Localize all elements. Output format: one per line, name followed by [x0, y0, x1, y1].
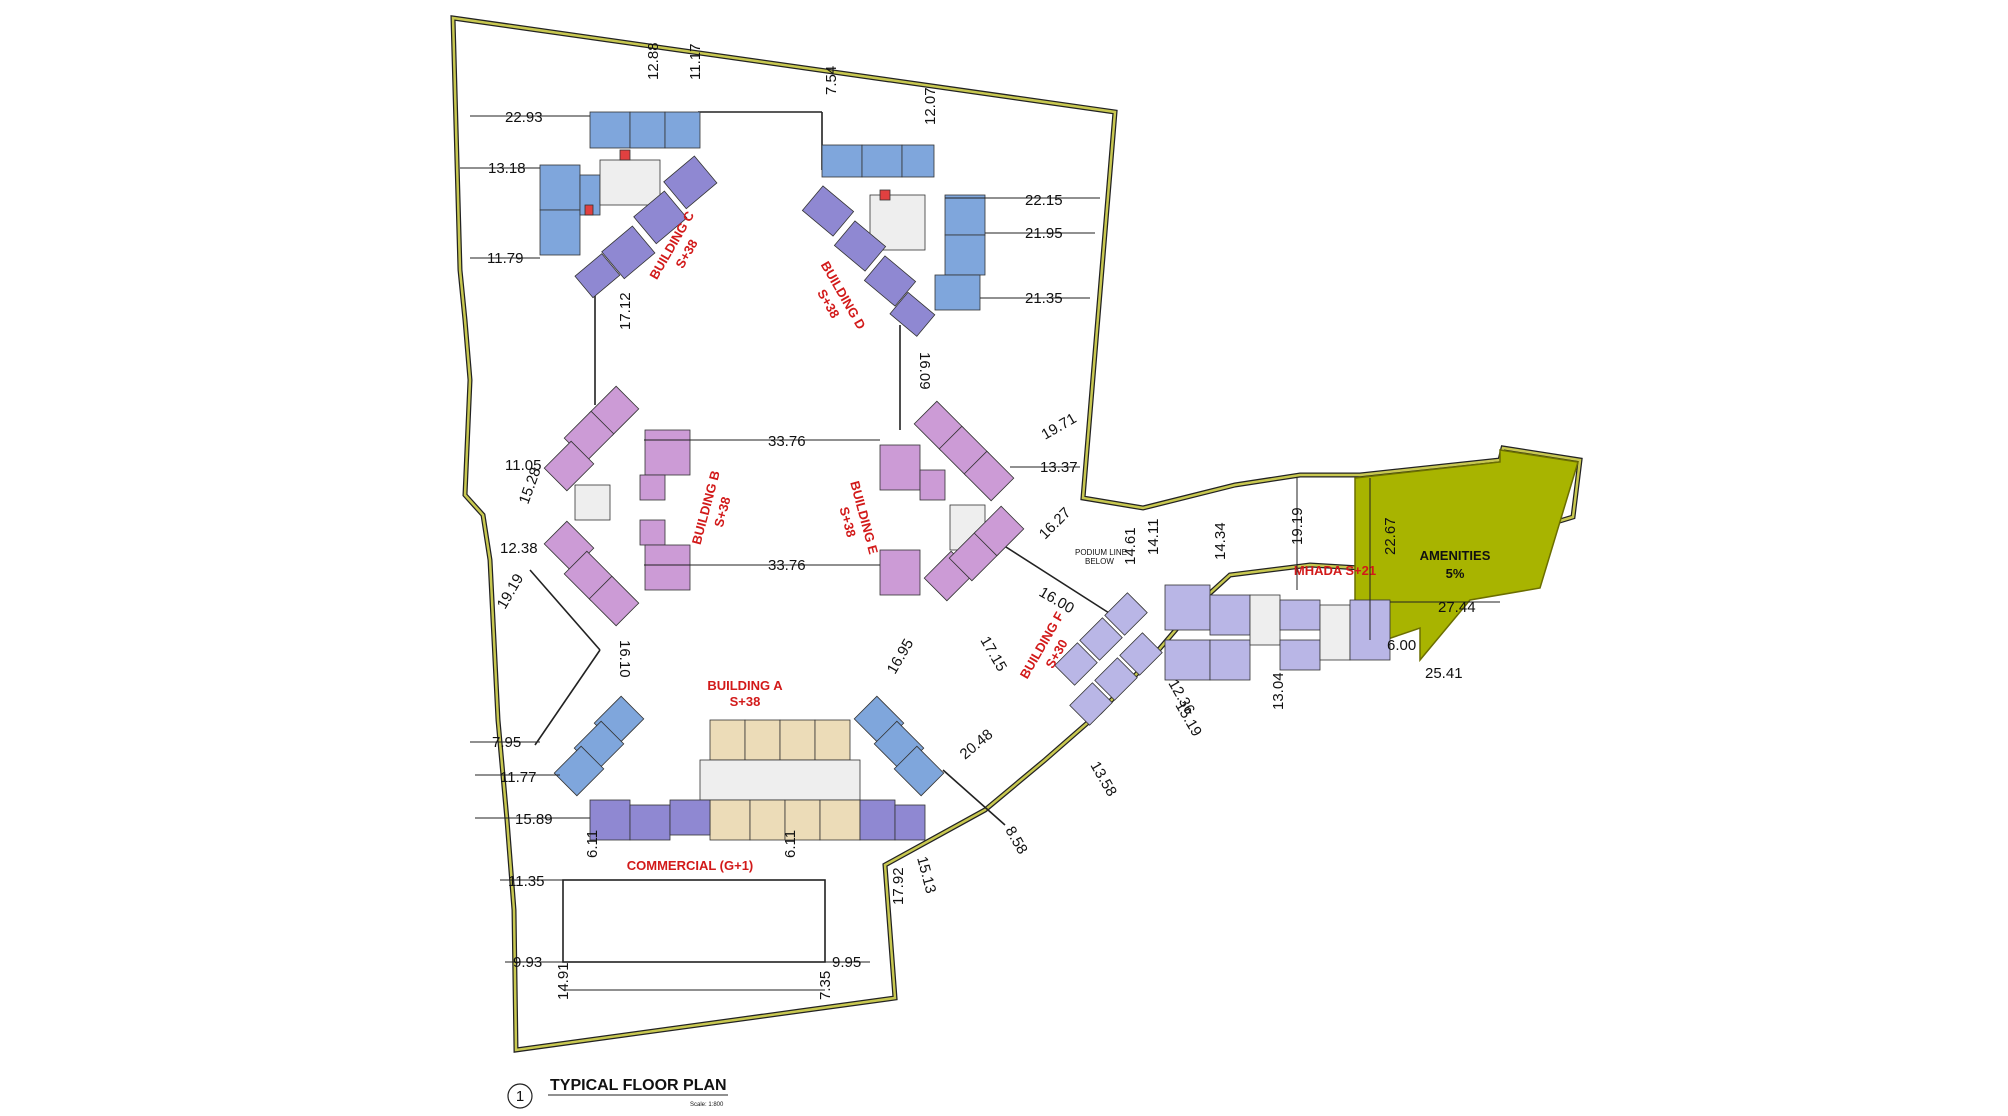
building-d-label: BUILDING D S+38	[814, 259, 868, 332]
dim-label: 11.77	[500, 769, 536, 786]
dim-label: 14.34	[1212, 522, 1229, 560]
podium-note-line2: BELOW	[1085, 557, 1114, 566]
dim-label: 7.95	[492, 734, 521, 751]
dim-label: 16.09	[916, 352, 933, 390]
dim-label: 14.61	[1122, 527, 1139, 565]
dim-label: 12.88	[645, 42, 662, 80]
dim-label: 13.18	[488, 160, 526, 177]
building-a-floors: S+38	[730, 694, 761, 709]
dim-label: 15.89	[515, 811, 553, 828]
dim-label: 22.93	[505, 109, 543, 126]
dim-label: 17.15	[977, 634, 1010, 675]
dim-label: 16.10	[616, 640, 633, 678]
dim-label: 22.15	[1025, 192, 1063, 209]
dim-label: 11.05	[505, 457, 541, 474]
dim-label: 25.41	[1425, 665, 1463, 682]
building-b-units	[543, 385, 691, 627]
dim-label: 14.11	[1145, 519, 1162, 555]
dim-label: 7.35	[817, 971, 834, 1000]
dim-label: 21.35	[1025, 290, 1063, 307]
dim-label: 33.76	[768, 433, 806, 450]
site-boundary-hatch	[451, 16, 1582, 1052]
plan-number-circle	[507, 1083, 533, 1109]
building-b-label: BUILDING B S+38	[689, 469, 734, 546]
dim-label: 20.48	[957, 726, 997, 763]
building-d-units	[801, 144, 986, 337]
dim-label: 11.17	[687, 44, 704, 80]
dim-label: 17.92	[890, 867, 907, 905]
dim-label: 9.93	[513, 954, 542, 971]
dim-label: 21.95	[1025, 225, 1063, 242]
building-a-units	[553, 695, 945, 841]
plan-number: 1	[516, 1088, 524, 1105]
dim-label: 15.19	[1172, 699, 1205, 740]
plan-title: TYPICAL FLOOR PLAN	[550, 1077, 727, 1094]
building-f-units	[1054, 592, 1163, 726]
dim-label: 19.19	[1289, 507, 1306, 545]
dim-label: 14.91	[555, 962, 572, 1000]
dim-label: 6.11	[584, 830, 601, 858]
dim-label: 19.71	[1039, 410, 1080, 443]
dim-label: 16.95	[884, 636, 917, 677]
podium-note-line1: PODIUM LINE	[1075, 548, 1127, 557]
building-a-name: BUILDING A	[707, 678, 783, 693]
dim-label: 13.04	[1270, 672, 1287, 710]
building-c-units	[539, 111, 718, 299]
dim-label: 11.79	[487, 250, 523, 267]
dim-label: 33.76	[768, 557, 806, 574]
mhada-units	[1164, 584, 1391, 681]
amenities-percent: 5%	[1446, 566, 1465, 581]
dim-label: 7.54	[823, 66, 840, 95]
dim-label: 13.37	[1040, 459, 1078, 476]
dim-label: 17.12	[617, 292, 634, 330]
dim-label: 27.44	[1438, 599, 1476, 616]
building-e-units	[879, 400, 1025, 602]
dim-label: 11.35	[508, 873, 544, 890]
dim-label: 8.58	[1002, 824, 1031, 858]
dim-label: 12.07	[922, 87, 939, 125]
commercial-label: COMMERCIAL (G+1)	[627, 858, 754, 873]
dim-label: 16.27	[1036, 504, 1075, 543]
dim-label: 9.95	[832, 954, 861, 971]
commercial-outline	[562, 879, 826, 963]
dim-label: 13.58	[1087, 759, 1120, 800]
dim-label: 19.19	[494, 571, 527, 612]
dim-label: 15.13	[913, 855, 939, 896]
mhada-label: MHADA S+21	[1294, 563, 1376, 578]
amenities-label: AMENITIES	[1420, 548, 1491, 563]
building-e-label: BUILDING E S+38	[837, 479, 882, 556]
dim-label: 12.38	[500, 540, 538, 557]
dim-label: 22.67	[1382, 517, 1399, 555]
dimension-lines	[460, 115, 1500, 991]
dim-label: 6.11	[782, 830, 799, 858]
plan-scale: Scale: 1:800	[690, 1102, 724, 1108]
dim-label: 6.00	[1387, 637, 1416, 654]
building-link-lines	[529, 111, 1121, 826]
